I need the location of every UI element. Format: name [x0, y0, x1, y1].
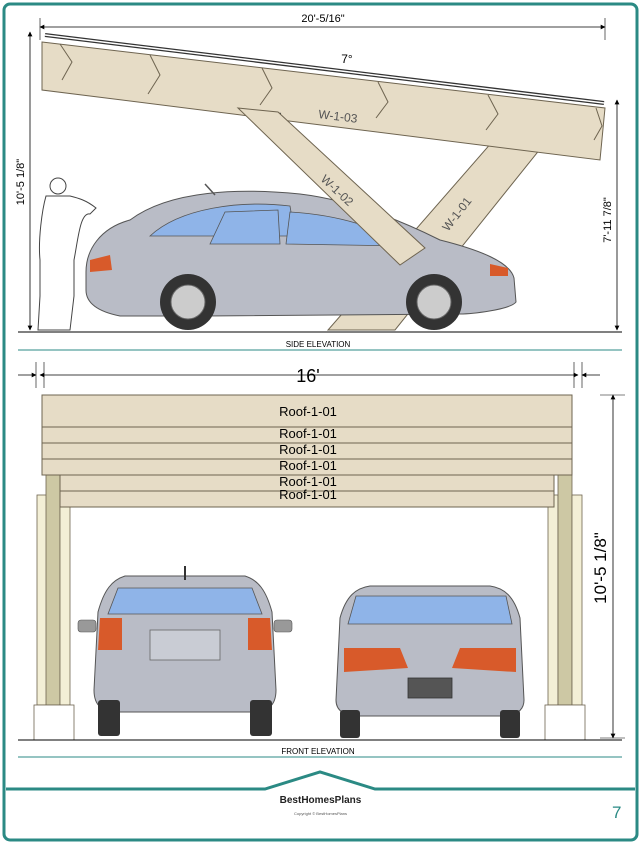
roof-label-3: Roof-1-01	[279, 458, 337, 473]
footing-right	[544, 704, 586, 741]
dim-height-text: 10'-5 1/8"	[591, 532, 610, 604]
page-number: 7	[612, 803, 622, 822]
person-silhouette	[37, 177, 97, 331]
post-right-inner	[571, 494, 583, 706]
post-left-outer	[36, 494, 48, 706]
brand-name: BestHomesPlans	[279, 795, 362, 806]
roof-panel-6	[59, 490, 555, 508]
dim-width-text: 16'	[296, 366, 319, 386]
car-rear-view-right	[335, 585, 525, 738]
copyright-text: Copyright © BestHomesPlans	[294, 811, 347, 816]
front-elevation: 16' 10'-5 1/8" Roof-1-01 Roof-1-01 Roof-…	[18, 362, 625, 758]
footing-left	[33, 704, 75, 741]
car-side-view	[85, 183, 517, 330]
roof-label-1: Roof-1-01	[279, 426, 337, 441]
roof-label-0: Roof-1-01	[279, 404, 337, 419]
roof-label-5: Roof-1-01	[279, 487, 337, 502]
front-elevation-label: FRONT ELEVATION	[281, 747, 355, 756]
beam-w-1-03	[41, 41, 606, 161]
dim-left-text: 10'-5 1/8"	[15, 159, 27, 205]
side-elevation: 20'-5/16" 10'-5 1/8" 7'-11 7/8" 7° W-1-0…	[15, 13, 622, 351]
post-right-outer	[547, 494, 559, 706]
beam-w-1-03-label: W-1-03	[318, 107, 359, 126]
car-rear-view-left	[77, 566, 293, 736]
angle-text: 7°	[341, 52, 353, 66]
post-right	[557, 454, 573, 706]
dim-right-text: 7'-11 7/8"	[602, 197, 614, 243]
roof-label-4: Roof-1-01	[279, 474, 337, 489]
dim-top-text: 20'-5/16"	[301, 13, 344, 25]
beam-w-1-02	[236, 107, 426, 266]
roof-label-2: Roof-1-01	[279, 442, 337, 457]
post-left-inner	[59, 494, 71, 706]
footer-divider	[6, 770, 635, 791]
side-elevation-label: SIDE ELEVATION	[286, 340, 351, 349]
post-left	[45, 454, 61, 706]
roof-panel-top	[41, 394, 573, 428]
